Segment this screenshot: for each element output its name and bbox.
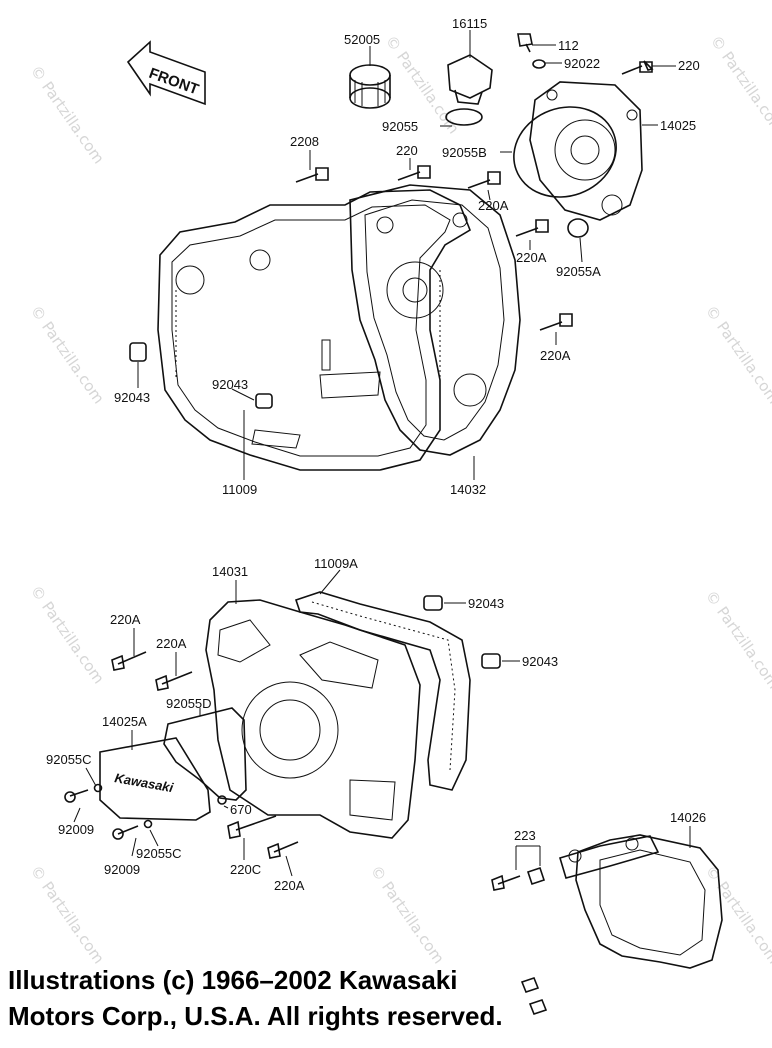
- bolt-220a-3: [539, 313, 573, 331]
- oring-92055b: [513, 106, 617, 198]
- gasket-11009a: [294, 591, 471, 791]
- washer-670: [217, 795, 227, 805]
- label-14026: 14026: [670, 810, 706, 825]
- cover-14025: [529, 81, 643, 221]
- label-92043-1: 92043: [114, 390, 150, 405]
- label-220c: 220C: [230, 862, 261, 877]
- dowel-92043-3: [423, 595, 443, 611]
- bolt-220-mid: [397, 165, 431, 181]
- label-92009-2: 92009: [104, 862, 140, 877]
- label-92055: 92055: [382, 119, 418, 134]
- cover-14025a: Kawasaki: [99, 737, 211, 821]
- label-223: 223: [514, 828, 536, 843]
- label-14025: 14025: [660, 118, 696, 133]
- copyright-line-1: Illustrations (c) 1966–2002 Kawasaki: [8, 965, 458, 995]
- label-11009a: 11009A: [314, 556, 358, 571]
- copyright-line-2: Motors Corp., U.S.A. All rights reserved…: [8, 1001, 503, 1031]
- label-92022: 92022: [564, 56, 600, 71]
- watermark: © Partzilla.com: [702, 862, 772, 967]
- label-220a-5: 220A: [156, 636, 187, 651]
- gasket-11009: [157, 189, 471, 471]
- label-220a-1: 220A: [478, 198, 509, 213]
- label-92043-2: 92043: [212, 377, 248, 392]
- watermark: © Partzilla.com: [27, 302, 108, 407]
- label-92043-3: 92043: [468, 596, 504, 611]
- watermark-layer: © Partzilla.com © Partzilla.com © Partzi…: [27, 32, 772, 967]
- label-92055a: 92055A: [556, 264, 601, 279]
- label-220a-2: 220A: [516, 250, 547, 265]
- label-2208: 2208: [290, 134, 319, 149]
- label-16115: 16115: [452, 16, 487, 31]
- label-14032: 14032: [450, 482, 486, 497]
- bolt-220a-4: [111, 651, 147, 671]
- cover-14032: [349, 184, 521, 456]
- label-14031: 14031: [212, 564, 248, 579]
- oring-92055: [445, 108, 483, 126]
- upper-assembly: 52005 16115 112 92022 220 14025 92055 22…: [114, 16, 700, 497]
- bolt-220a-6: [267, 841, 299, 859]
- label-52005: 52005: [344, 32, 380, 47]
- label-14025a: 14025A: [102, 714, 147, 729]
- label-220-mid: 220: [396, 143, 418, 158]
- label-11009: 11009: [222, 482, 257, 497]
- oring-92055a: [567, 218, 589, 238]
- bolt-220a-1: [467, 171, 501, 189]
- gasket-92055d: [163, 707, 247, 801]
- label-92055c-1: 92055C: [46, 752, 92, 767]
- screw-92009-1: [64, 789, 89, 803]
- cap-52005: [349, 64, 391, 109]
- label-220a-6: 220A: [274, 878, 305, 893]
- watermark: © Partzilla.com: [702, 587, 772, 692]
- watermark: © Partzilla.com: [702, 302, 772, 407]
- label-92043-4: 92043: [522, 654, 558, 669]
- front-arrow: FRONT: [126, 40, 206, 106]
- bolt-220a-5: [155, 671, 193, 691]
- washer-92055c-2: [143, 819, 153, 829]
- dowel-92043-2: [255, 393, 273, 409]
- copyright-notice: Illustrations (c) 1966–2002 Kawasaki Mot…: [8, 962, 708, 1034]
- label-670: 670: [230, 802, 252, 817]
- label-92009-1: 92009: [58, 822, 94, 837]
- label-220a-4: 220A: [110, 612, 141, 627]
- label-92055d: 92055D: [166, 696, 212, 711]
- watermark: © Partzilla.com: [27, 582, 108, 687]
- watermark: © Partzilla.com: [27, 62, 108, 167]
- label-92055c-2: 92055C: [136, 846, 182, 861]
- bolt-220a-2: [515, 219, 549, 237]
- dowel-92043-1: [129, 342, 147, 362]
- label-112: 112: [558, 38, 579, 53]
- label-220-top: 220: [678, 58, 700, 73]
- bolt-112: [517, 33, 533, 53]
- bolt-223: [491, 866, 546, 891]
- watermark: © Partzilla.com: [27, 862, 108, 967]
- bolt-220-top: [621, 60, 654, 75]
- emblem-text: Kawasaki: [113, 770, 174, 795]
- cap-16115: [447, 54, 493, 105]
- shield-assembly: 223 14026: [491, 810, 723, 1015]
- lower-assembly: Kawasaki 14031 11009A 92043 92043 220A 2…: [46, 556, 558, 893]
- watermark: © Partzilla.com: [707, 32, 772, 137]
- dowel-92043-4: [481, 653, 501, 669]
- label-92055b: 92055B: [442, 145, 487, 160]
- bolt-2208: [295, 167, 329, 183]
- watermark: © Partzilla.com: [367, 862, 448, 967]
- screw-92009-2: [112, 825, 139, 840]
- cover-14031: [205, 599, 421, 839]
- washer-92055c-1: [93, 783, 103, 793]
- bolt-220c: [227, 815, 277, 839]
- label-220a-3: 220A: [540, 348, 571, 363]
